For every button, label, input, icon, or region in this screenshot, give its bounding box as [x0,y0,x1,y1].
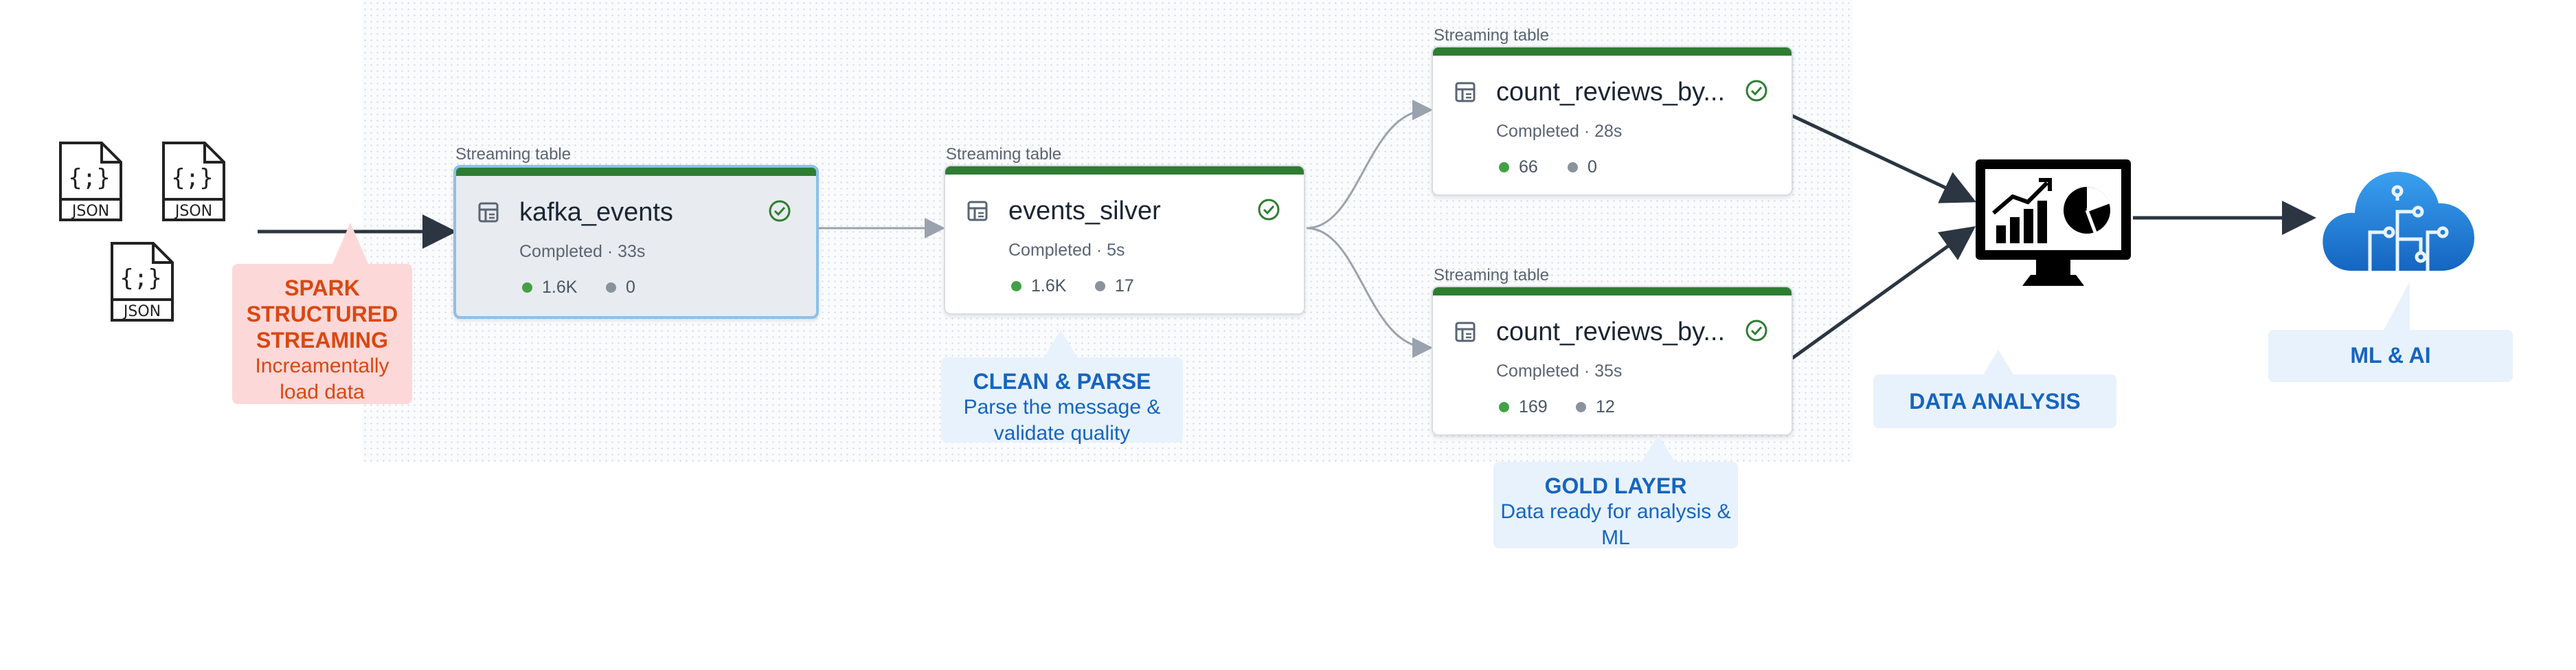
json-file-label: JSON [174,203,212,220]
svg-text:{;}: {;} [120,265,161,292]
node-status: Completed · 35s [1496,361,1623,381]
clean-parse-title: CLEAN & PARSE [973,369,1151,394]
dropped-dot-icon [606,282,616,293]
rows-dropped-value: 0 [626,278,635,297]
rows-written-value: 1.6K [1031,276,1067,295]
rows-written-value: 169 [1519,397,1548,416]
success-dot-icon [1011,281,1021,291]
status-bar [945,166,1304,175]
rows-dropped-value: 12 [1596,397,1615,416]
success-dot-icon [1499,162,1509,172]
rows-written-value: 1.6K [542,278,578,297]
node-title: count_reviews_by... [1496,78,1726,107]
rows-dropped-metric: 12 [1576,397,1615,417]
gold-bottom-to-analysis-arrow [1790,226,1976,361]
gold-layer-callout: GOLD LAYER Data ready for analysis & ML [1493,434,1738,549]
node-title: kafka_events [519,198,673,227]
rows-dropped-value: 0 [1588,157,1597,177]
rows-dropped-value: 17 [1115,276,1134,295]
node-status: Completed · 5s [1008,241,1125,260]
dropped-dot-icon [1576,402,1586,412]
check-circle-icon [1745,80,1767,102]
node-kind-label: Streaming table [1434,266,1550,284]
edge-silver-to-gold-bottom [1306,227,1433,358]
edge-silver-to-gold-top [1306,100,1433,230]
gold-layer-sub-line1: Data ready for analysis & [1500,500,1731,523]
dropped-dot-icon [1095,281,1105,291]
cloud-circuit-icon [2323,171,2474,271]
spark-sub-line2: load data [280,381,365,403]
rows-written-metric: 1.6K [1011,276,1066,296]
status-bar [1433,47,1792,56]
rows-written-value: 66 [1519,157,1538,177]
spark-streaming-callout: SPARK STRUCTURED STREAMING Increamentall… [232,223,412,404]
json-file-icon: {;} JSON [109,241,175,323]
node-count-reviews-top[interactable]: count_reviews_by... Completed · 28s 66 0 [1432,46,1793,196]
gold-top-to-analysis-arrow [1790,113,1977,203]
node-status: Completed · 33s [519,242,646,261]
node-count-reviews-bottom[interactable]: count_reviews_by... Completed · 35s 169 … [1432,286,1793,436]
clean-parse-callout: CLEAN & PARSE Parse the message & valida… [941,330,1183,445]
spark-title-line3: STREAMING [256,328,388,353]
success-dot-icon [1499,402,1509,412]
json-file-icon: {;} JSON [58,140,124,223]
node-status: Completed · 28s [1496,122,1623,141]
spark-title-line1: SPARK [284,276,360,300]
data-analysis-callout: DATA ANALYSIS [1873,350,2116,428]
check-circle-icon [1258,199,1280,221]
ml-ai-callout: ML & AI [2268,282,2513,382]
svg-text:{;}: {;} [171,164,213,192]
json-file-label: JSON [122,303,161,320]
ml-ai-title: ML & AI [2350,343,2431,368]
node-kind-label: Streaming table [1434,26,1550,45]
data-analysis-title: DATA ANALYSIS [1909,389,2081,414]
table-icon [1455,82,1476,102]
svg-text:{;}: {;} [68,164,110,192]
success-dot-icon [522,282,532,293]
node-title: count_reviews_by... [1496,317,1726,346]
rows-written-metric: 66 [1499,157,1538,177]
clean-parse-sub-line1: Parse the message & [963,396,1161,418]
node-kind-label: Streaming table [455,145,572,164]
json-file-label: JSON [71,203,109,220]
rows-dropped-metric: 0 [1568,157,1597,177]
table-icon [1455,322,1476,342]
gold-layer-sub-line2: ML [1601,526,1630,549]
status-bar [456,168,816,176]
rows-written-metric: 1.6K [522,278,577,298]
json-file-icon: {;} JSON [161,140,227,223]
node-kafka-events[interactable]: kafka_events Completed · 33s 1.6K 0 [453,165,819,319]
node-events-silver[interactable]: events_silver Completed · 5s 1.6K 17 [944,165,1305,315]
check-circle-icon [769,200,791,222]
spark-sub-line1: Increamentally [255,355,389,377]
rows-dropped-metric: 17 [1095,276,1134,296]
node-title: events_silver [1008,197,1161,225]
clean-parse-sub-line2: validate quality [993,422,1131,445]
gold-layer-title: GOLD LAYER [1544,473,1687,498]
status-bar [1433,287,1792,295]
rows-dropped-metric: 0 [606,278,635,298]
dropped-dot-icon [1568,162,1578,172]
analytics-monitor-icon [1976,159,2131,286]
spark-title-line2: STRUCTURED [246,302,398,326]
node-kind-label: Streaming table [946,145,1062,164]
table-icon [967,201,988,221]
rows-written-metric: 169 [1499,397,1548,417]
check-circle-icon [1745,320,1767,342]
table-icon [478,202,499,223]
